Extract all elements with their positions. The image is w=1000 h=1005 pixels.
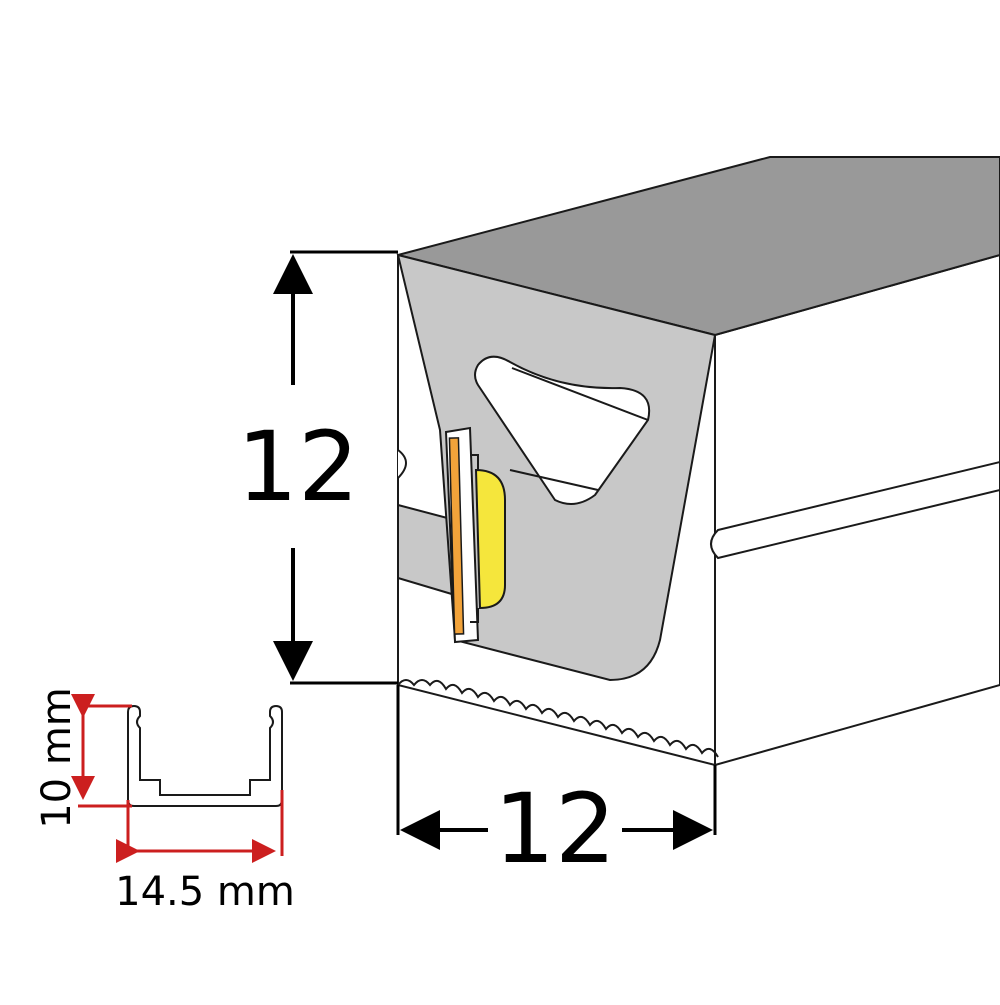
channel-width-label: 14.5 mm xyxy=(115,869,295,915)
front-notch xyxy=(397,449,407,479)
mounting-channel: 10 mm 14.5 mm xyxy=(34,687,295,915)
channel-profile xyxy=(127,704,283,807)
height-label: 12 xyxy=(237,411,359,523)
led-chip-holder xyxy=(470,454,479,623)
led-chip xyxy=(474,468,506,610)
width-label: 12 xyxy=(494,773,616,885)
triangle-hollow xyxy=(474,355,651,505)
channel-height-label: 10 mm xyxy=(34,687,80,829)
led-strip-copper xyxy=(448,437,465,635)
width-dimension: 12 xyxy=(396,685,717,885)
hollow-inner-edge xyxy=(509,367,649,491)
side-groove xyxy=(710,460,1000,560)
height-dimension: 12 xyxy=(237,250,398,685)
neon-profile xyxy=(396,156,1000,767)
serrated-edge xyxy=(397,679,719,758)
